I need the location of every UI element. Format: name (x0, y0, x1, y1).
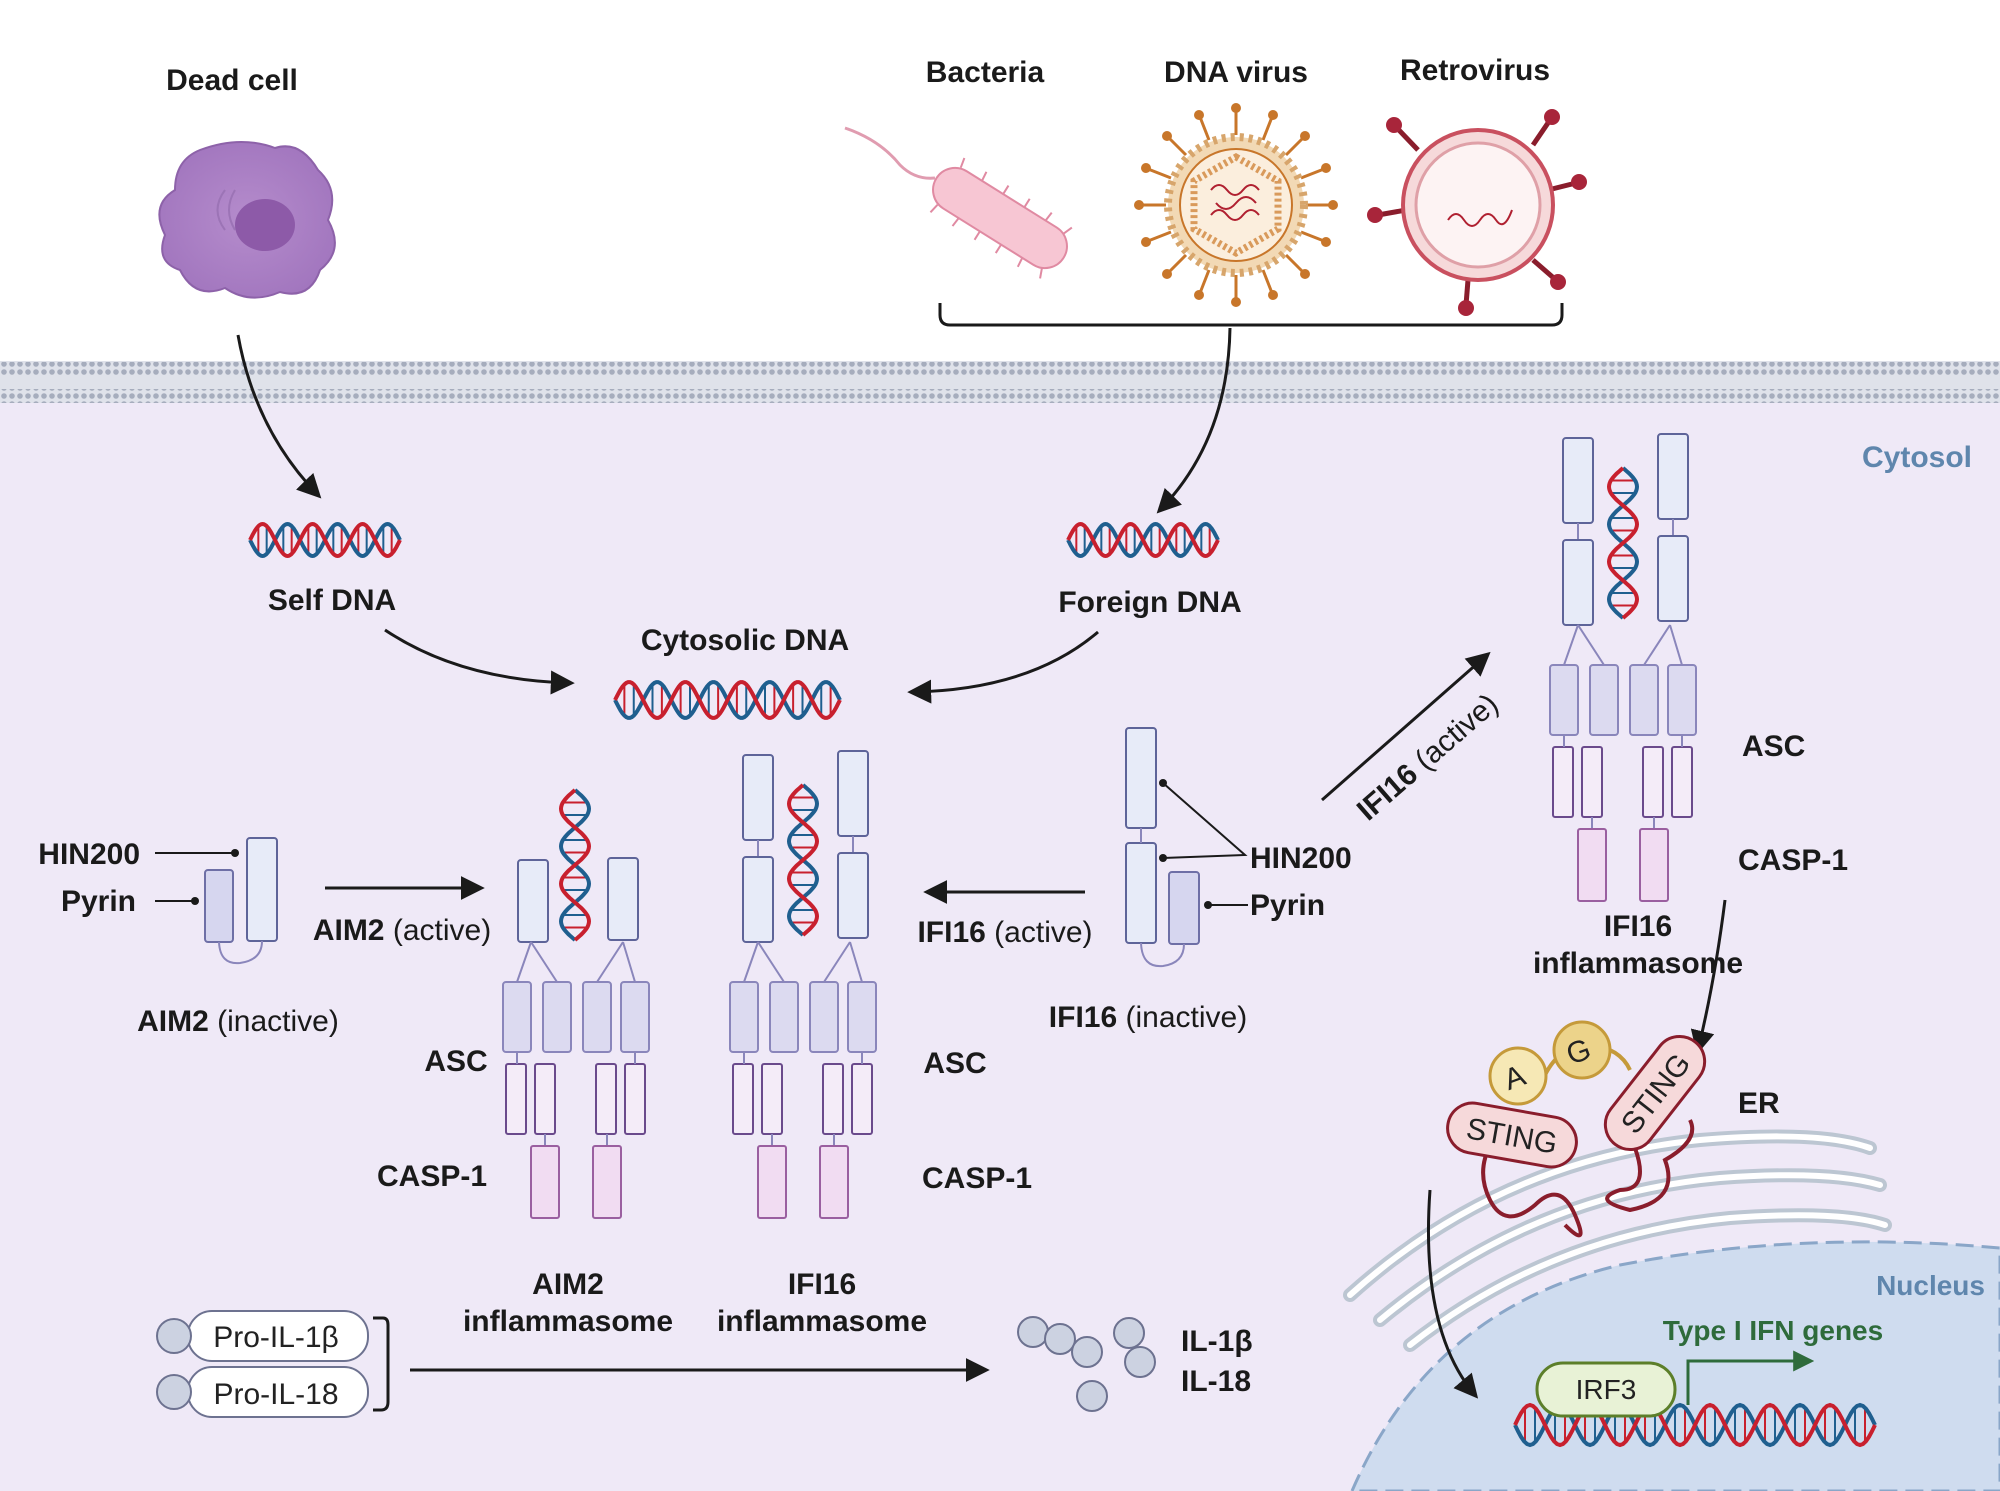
ifi16-inactive-label: IFI16 (inactive) (1049, 1001, 1247, 1034)
arrow-dead-cell-to-self-dna (236, 334, 322, 499)
casp1-label-right: CASP-1 (1738, 844, 1848, 877)
ifi16-inflammasome-right-label: IFI16 inflammasome (1533, 910, 1743, 980)
ifi16-active-name: IFI16 (917, 916, 985, 949)
nucleus: Nucleus (1350, 1240, 2000, 1491)
retrovirus-icon (1367, 109, 1587, 316)
aim2-inflammasome (502, 788, 650, 1219)
aim2-active-name: AIM2 (313, 914, 385, 947)
er-label: ER (1738, 1087, 1780, 1120)
ifi16-active-label: IFI16 (active) (917, 916, 1092, 949)
pyrin-label-left: Pyrin (61, 885, 136, 918)
pro-il1b-label: Pro-IL-1β (213, 1321, 339, 1354)
pyrin-label-right: Pyrin (1250, 889, 1325, 922)
ifi16-inactive-name: IFI16 (1049, 1001, 1117, 1034)
ifi16-inflammasome-right (1549, 433, 1697, 902)
self-dna-label: Self DNA (268, 584, 396, 617)
ifi16-active-state: (active) (986, 916, 1093, 949)
ifi16-inactive-state: (inactive) (1117, 1001, 1247, 1034)
cytosolic-dna-label: Cytosolic DNA (641, 624, 849, 657)
asc-label-right: ASC (1742, 730, 1805, 763)
aim2-inactive-protein (155, 837, 278, 965)
ifi16-inflammasome-center-label: IFI16 inflammasome (717, 1268, 927, 1338)
active-state: (active) (385, 914, 492, 947)
dna-virus-icon (1134, 103, 1338, 307)
aim2-active-label: AIM2 (active) (313, 914, 491, 947)
il1b-label: IL-1β (1181, 1325, 1253, 1358)
mature-cytokines (1017, 1316, 1156, 1412)
il18-label: IL-18 (1181, 1365, 1251, 1398)
arrow-to-sting (1690, 899, 1727, 1055)
cytosol-label: Cytosol (1862, 441, 1972, 474)
transcription-arrow (1686, 1350, 1815, 1405)
ifi16-inactive-protein (1125, 727, 1248, 968)
ifi16-inflammasome-right-line1: IFI16 (1604, 910, 1672, 943)
cytosolic-dna-helix (613, 680, 842, 720)
type-i-ifn-label: Type I IFN genes (1663, 1315, 1883, 1346)
casp1-label-center: CASP-1 (922, 1162, 1032, 1195)
aim2-name: AIM2 (137, 1005, 209, 1038)
ifi16-inflammasome-center-line1: IFI16 (788, 1268, 856, 1301)
aim2-inactive-label: AIM2 (inactive) (137, 1005, 339, 1038)
ifi16-inflammasome-right-line2: inflammasome (1533, 947, 1743, 980)
irf3-label: IRF3 (1576, 1374, 1637, 1405)
dna-virus-label: DNA virus (1164, 56, 1308, 89)
dead-cell-label: Dead cell (166, 64, 298, 97)
irf3-box (1535, 1361, 1677, 1418)
arrow-foreign-to-cytosolic (907, 630, 1099, 704)
hin200-label-right: HIN200 (1250, 842, 1352, 875)
hin200-label-left: HIN200 (38, 838, 140, 871)
pathogens-bracket (938, 303, 1564, 327)
bacteria-label: Bacteria (926, 56, 1045, 89)
pro-cytokines: Pro-IL-1β Pro-IL-18 (156, 1310, 390, 1418)
asc-label-aim2: ASC (424, 1045, 487, 1078)
arrow-pathogens-to-foreign-dna (1156, 327, 1232, 514)
arrow-ifi16-active-diagonal (1321, 651, 1491, 802)
casp1-label-aim2: CASP-1 (377, 1160, 487, 1193)
inactive-state: (inactive) (209, 1005, 339, 1038)
self-dna-helix (248, 521, 402, 559)
retrovirus-label: Retrovirus (1400, 54, 1550, 87)
nucleus-label: Nucleus (1876, 1270, 1985, 1301)
aim2-inflammasome-line2: inflammasome (463, 1305, 673, 1338)
plasma-membrane (0, 361, 2000, 403)
ifi16-inflammasome-center-line2: inflammasome (717, 1305, 927, 1338)
aim2-inflammasome-label: AIM2 inflammasome (463, 1268, 673, 1338)
foreign-dna-label: Foreign DNA (1058, 586, 1241, 619)
pro-il18-label: Pro-IL-18 (213, 1378, 338, 1411)
dead-cell-icon (158, 140, 336, 299)
aim2-inflammasome-line1: AIM2 (532, 1268, 604, 1301)
arrow-self-to-cytosolic (384, 628, 575, 695)
ifi16-inflammasome-center (729, 750, 877, 1219)
arrow-sting-to-nucleus (1426, 1189, 1479, 1399)
foreign-dna-helix (1066, 521, 1220, 559)
asc-label-center: ASC (923, 1047, 986, 1080)
bacteria-icon (844, 126, 1073, 279)
